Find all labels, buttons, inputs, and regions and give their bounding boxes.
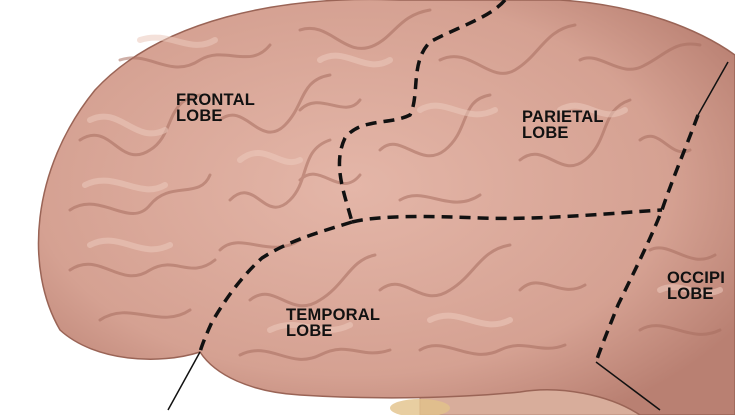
parietal-lobe-label-line2: LOBE [522, 124, 569, 142]
frontal-lobe-label: FRONTAL LOBE [176, 91, 255, 125]
frontal-lobe-label-line1: FRONTAL [176, 91, 255, 109]
temporal-lobe-label-line1: TEMPORAL [286, 306, 381, 324]
occipital-lobe-label-line2: LOBE [667, 285, 714, 303]
pointer-line-bottom-left [167, 351, 201, 411]
pointer-lines [167, 61, 729, 411]
lateral-sulcus-line [351, 208, 663, 224]
parietal-lobe-label: PARIETAL LOBE [522, 108, 604, 142]
brain-outline [37, 0, 735, 415]
pointer-line-top-right [697, 61, 729, 116]
pointer-line-bottom-right [595, 361, 661, 411]
temporal-boundary-line [198, 220, 353, 353]
occipital-lobe-label: OCCIPI LOBE [667, 269, 726, 303]
lobe-boundaries [198, 0, 700, 363]
gyri-folds [68, 8, 723, 361]
occipital-lobe-label-line1: OCCIPI [667, 269, 726, 287]
temporal-lobe-label: TEMPORAL LOBE [286, 306, 381, 340]
frontal-lobe-label-line2: LOBE [176, 107, 223, 125]
brainstem-tip [390, 399, 450, 415]
temporal-lobe-label-line2: LOBE [286, 322, 333, 340]
parietal-lobe-label-line1: PARIETAL [522, 108, 604, 126]
central-sulcus-line [337, 0, 507, 223]
